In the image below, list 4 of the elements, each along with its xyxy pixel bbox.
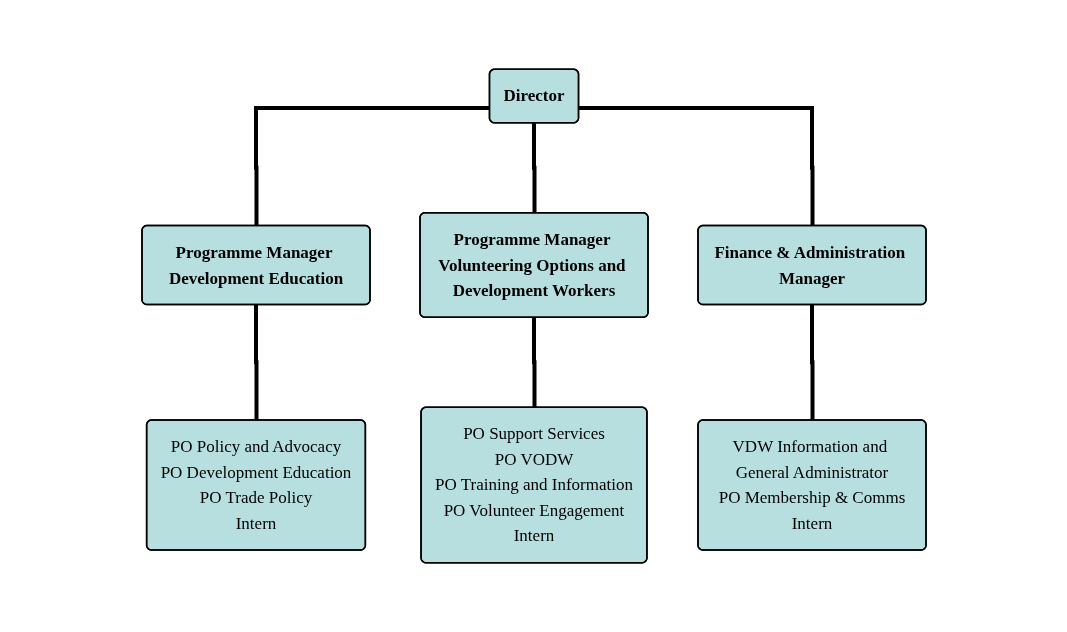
connector xyxy=(809,303,814,421)
connector xyxy=(578,106,814,226)
connector xyxy=(531,121,536,214)
connector xyxy=(253,303,258,421)
